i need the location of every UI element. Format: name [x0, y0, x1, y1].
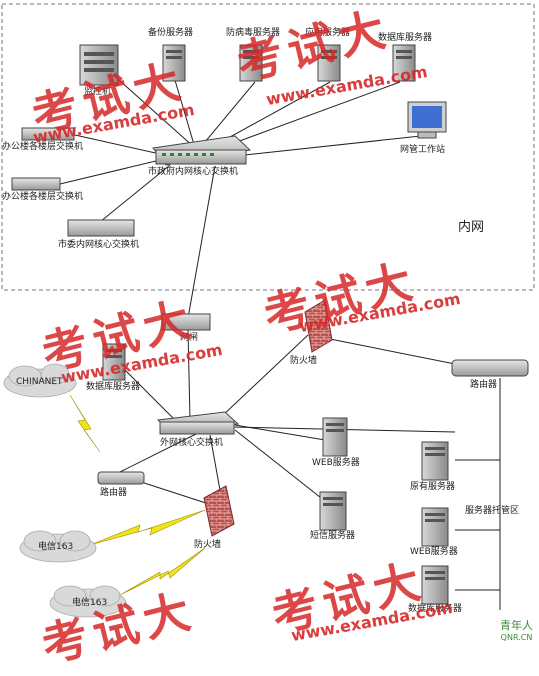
corner-logo: 青年人 QNR.CN	[500, 620, 533, 644]
firewall-icon	[203, 485, 235, 537]
server-icon	[317, 44, 341, 82]
cloud-icon	[19, 530, 97, 563]
server-icon	[322, 417, 348, 457]
firewall-top-label: 防火墙	[290, 356, 318, 366]
switch-icon	[161, 313, 211, 331]
chinanet-label: CHINANET	[16, 377, 63, 387]
outer-core-switch-label: 外网核心交换机	[160, 438, 224, 448]
db-server-inner-label: 数据库服务器	[378, 33, 433, 43]
inner-network-boundary	[1, 3, 535, 291]
server-icon	[239, 44, 263, 82]
antivirus-server-label: 防病毒服务器	[226, 28, 281, 38]
switch-icon	[156, 411, 240, 435]
wan-link-bolt	[119, 547, 206, 596]
server-icon	[79, 44, 119, 86]
telecom-2-label: 电信163	[72, 598, 108, 608]
monitor-host-label: 监控机	[84, 87, 112, 97]
server-icon	[102, 343, 126, 381]
server-icon	[421, 565, 449, 605]
router-icon	[97, 471, 145, 485]
app-server-label: 应用服务器	[305, 28, 351, 38]
committee-core-switch-label: 市委内网核心交换机	[58, 240, 140, 250]
office-floor-switch-2-label: 办公楼各楼层交换机	[2, 192, 84, 202]
wan-link-bolt	[69, 394, 101, 453]
router-icon	[451, 359, 529, 377]
gov-core-switch-label: 市政府内网核心交换机	[148, 167, 239, 177]
server-icon	[392, 44, 416, 82]
firewall-icon	[304, 299, 333, 353]
cloud-icon	[3, 363, 77, 398]
telecom-1-label: 电信163	[38, 542, 74, 552]
server-icon	[319, 491, 347, 531]
corner-logo-line2: QNR.CN	[500, 633, 533, 642]
server-icon	[162, 44, 186, 82]
firewall-bottom-label: 防火墙	[194, 540, 222, 550]
corner-logo-line1: 青年人	[500, 619, 533, 632]
router-right-label: 路由器	[470, 380, 498, 390]
hosting-zone-label: 服务器托管区	[465, 506, 520, 516]
db-server-outer-label: 数据库服务器	[86, 382, 141, 392]
server-icon	[421, 507, 449, 547]
existing-server-label: 原有服务器	[410, 482, 456, 492]
server-icon	[421, 441, 449, 481]
switch-icon	[21, 127, 75, 141]
backup-server-label: 备份服务器	[148, 28, 194, 38]
office-floor-switch-1-label: 办公楼各楼层交换机	[2, 142, 84, 152]
workstation-icon	[407, 101, 447, 139]
inner-network-label: 内网	[458, 220, 485, 235]
switch-icon	[67, 219, 135, 237]
web-server-hosted-label: WEB服务器	[410, 547, 458, 557]
cloud-icon	[49, 585, 127, 618]
wan-link-bolt	[89, 509, 206, 546]
router-left-label: 路由器	[100, 488, 128, 498]
nms-workstation-label: 网管工作站	[400, 145, 446, 155]
switch-icon	[152, 135, 252, 166]
gatekeeper-label: 网闸	[180, 333, 199, 343]
db-server-hosted-label: 数据库服务器	[408, 604, 463, 614]
sms-server-label: 短信服务器	[310, 531, 356, 541]
switch-icon	[11, 177, 61, 191]
web-server-label: WEB服务器	[312, 458, 360, 468]
network-topology-diagram	[1, 3, 535, 618]
